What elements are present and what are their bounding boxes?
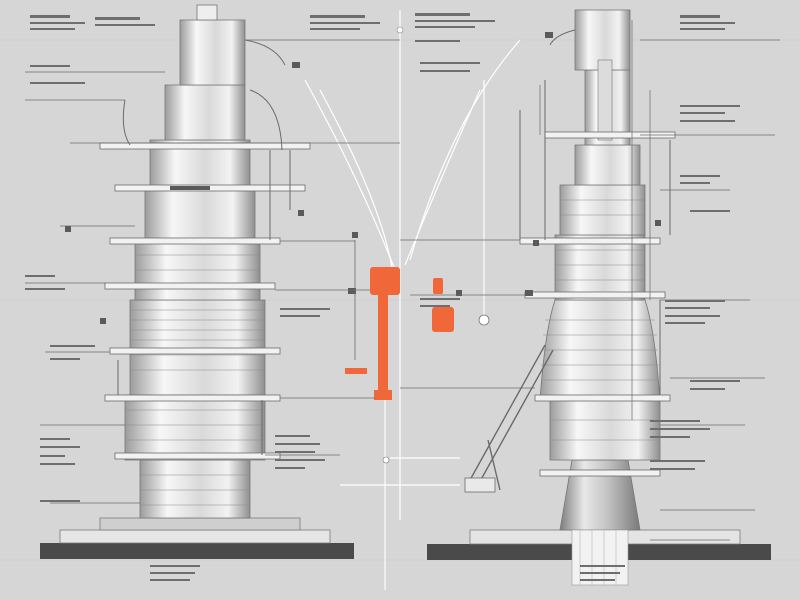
accent-box-right <box>432 307 454 332</box>
accent-components <box>345 267 454 400</box>
central-markers <box>348 26 490 464</box>
annotation-marks <box>25 13 740 581</box>
left-tower <box>40 4 354 559</box>
right-tower <box>427 9 771 586</box>
accent-valve-block <box>370 267 400 295</box>
left-base-plate <box>40 543 354 559</box>
accent-shaft <box>378 295 388 395</box>
